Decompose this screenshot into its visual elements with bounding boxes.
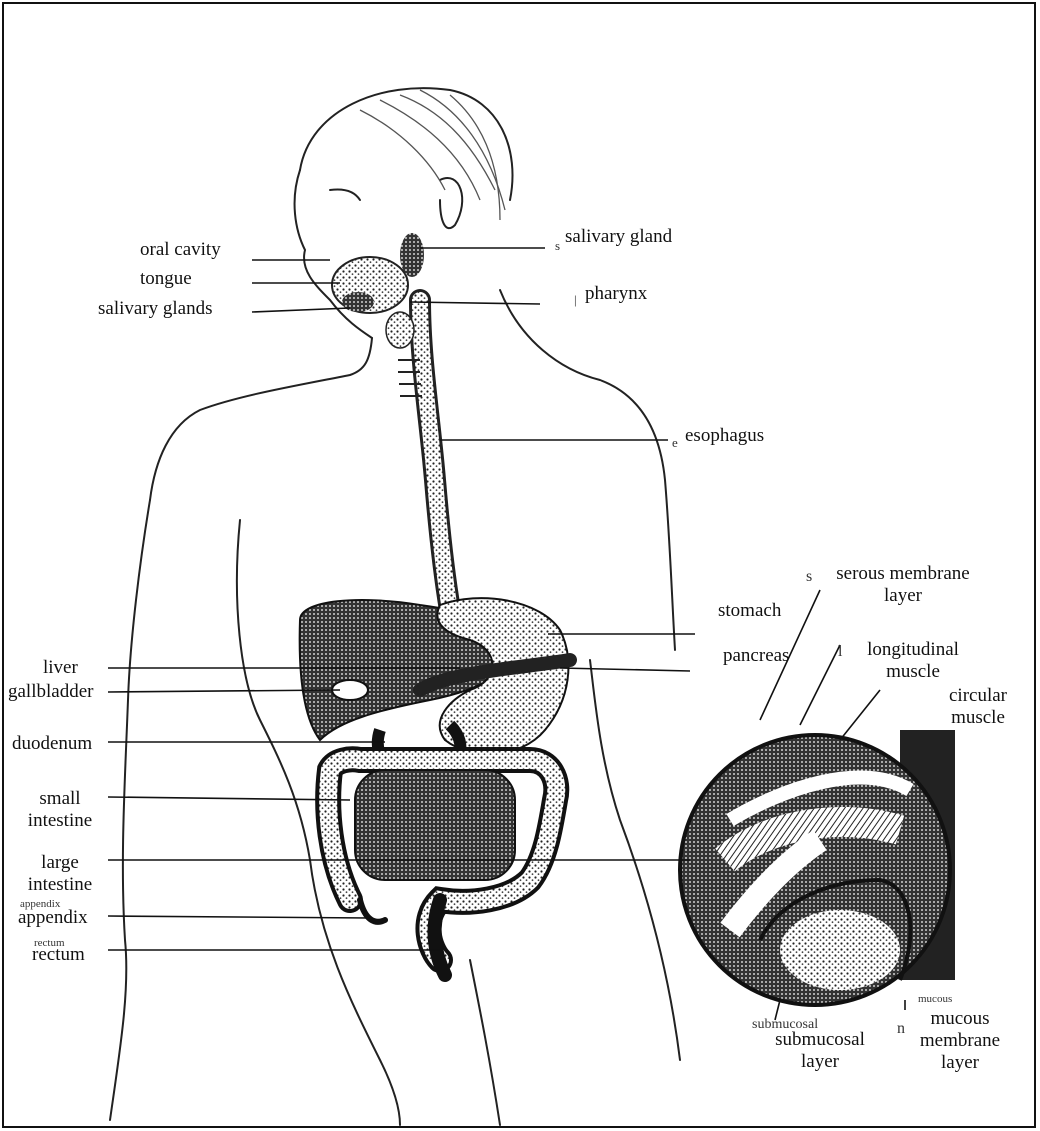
line-circular-muscle (840, 690, 880, 740)
fragment-rectum-ghost: rectum (34, 937, 65, 949)
line-appendix (108, 916, 370, 918)
line-small-intestine (108, 797, 350, 800)
fragment-s-serous: s (806, 568, 812, 586)
fragment-mucous-ghost: mucous (918, 993, 952, 1005)
label-stomach: stomach (718, 600, 781, 622)
fragment-appendix-ghost: appendix (20, 898, 60, 910)
label-liver: liver (43, 657, 78, 679)
label-appendix: appendix (18, 907, 88, 929)
fragment-s-salivary: s (555, 238, 560, 254)
fragment-n-mucous: n (897, 1020, 905, 1038)
line-salivary-glands (252, 308, 350, 312)
fragment-l-longitudinal: l (838, 643, 842, 661)
salivary-gland-shape (400, 233, 424, 277)
fragment-pharynx-mark: | (574, 292, 577, 308)
small-intestine-shape (355, 770, 515, 880)
label-salivary-gland: salivary gland (565, 226, 672, 248)
label-pharynx: pharynx (585, 283, 647, 305)
mucous-membrane-shape (780, 910, 900, 990)
line-pancreas (560, 668, 690, 671)
head-top (300, 88, 513, 200)
label-oral-cavity: oral cavity (140, 239, 221, 261)
rectum-shape (435, 900, 445, 975)
label-tongue: tongue (140, 268, 192, 290)
leg-line (470, 960, 500, 1125)
right-shoulder (500, 290, 675, 650)
left-shoulder (150, 338, 372, 500)
line-longitudinal-muscle (800, 645, 840, 725)
magnified-cross-section (680, 730, 955, 1005)
left-arm (110, 500, 150, 1120)
hair (360, 90, 505, 220)
label-duodenum: duodenum (12, 733, 92, 755)
label-esophagus: esophagus (685, 425, 764, 447)
label-gallbladder: gallbladder (8, 681, 93, 703)
label-salivary-glands: salivary glands (98, 298, 213, 320)
label-pancreas: pancreas (723, 645, 789, 667)
fragment-submucosal-ghost: submucosal (752, 1017, 818, 1033)
fragment-e-esophagus: e (672, 435, 678, 451)
eyebrow (330, 189, 360, 200)
sublingual-gland-shape (342, 292, 374, 312)
pharynx-shape (386, 312, 414, 348)
